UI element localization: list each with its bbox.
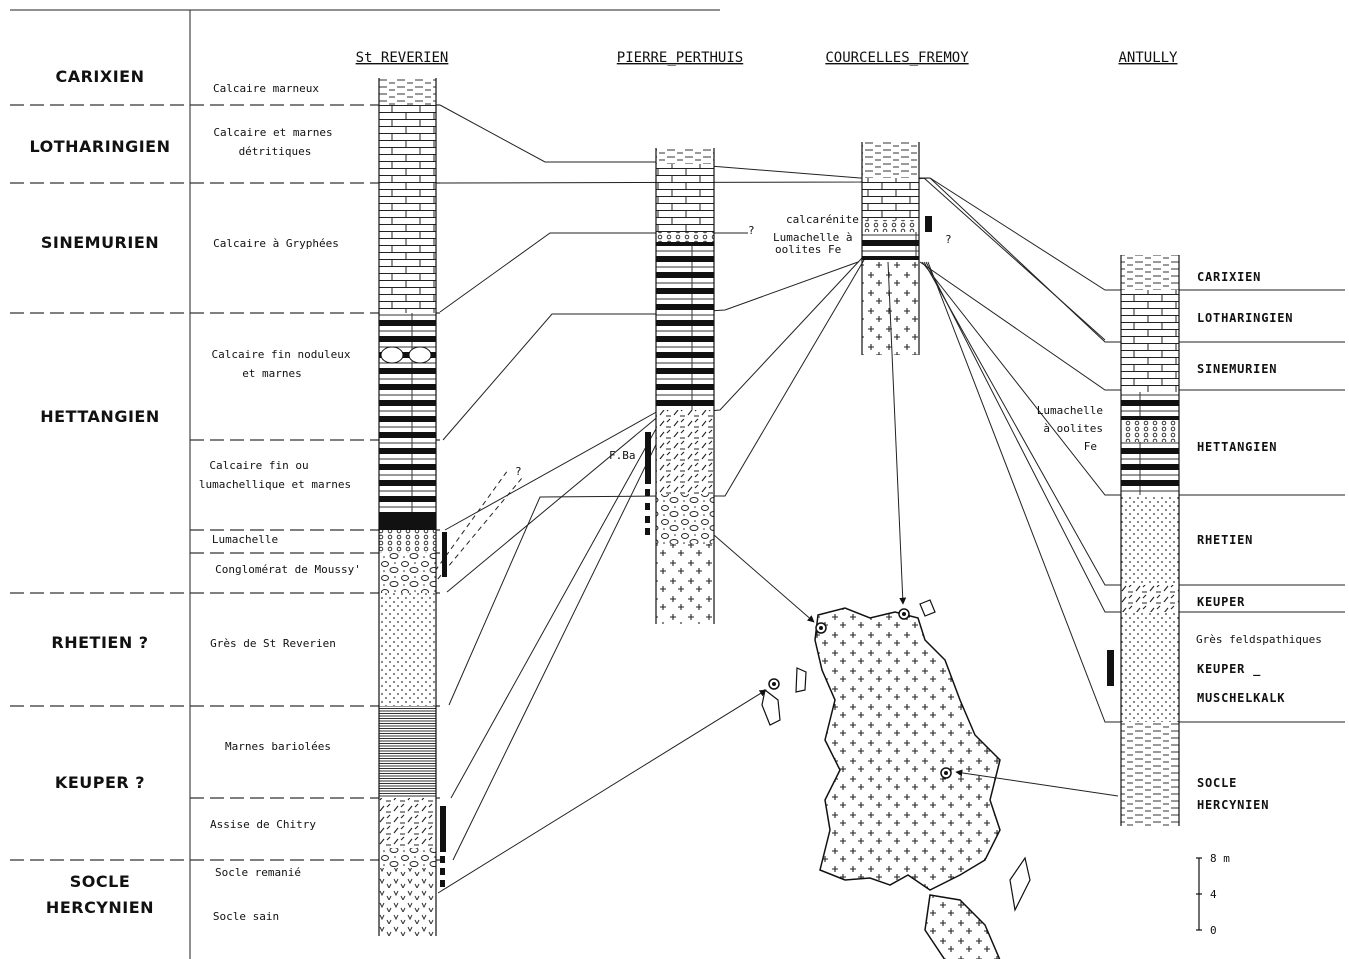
lithology-marnes-bariolees: Marnes bariolées (225, 740, 331, 753)
right-stage-lotharingien: LOTHARINGIEN (1197, 311, 1293, 325)
right-stage-keuper-muschelkalk-1: KEUPER _ (1197, 662, 1261, 677)
left-stage-sinemurien: SINEMURIEN (41, 233, 159, 252)
left-stage-socle-1: SOCLE (70, 872, 131, 891)
lithology-assise-chitry: Assise de Chitry (210, 818, 316, 831)
scale-label-8: 8 m (1210, 852, 1230, 865)
lithology-calcaire-lumachellique-1: Calcaire fin ou (209, 459, 308, 472)
annotation-calcarenite: calcarénite (786, 213, 859, 226)
right-stage-keuper: KEUPER (1197, 595, 1245, 609)
column-courcelles-fremoy (861, 142, 932, 355)
right-stage-hettangien: HETTANGIEN (1197, 440, 1277, 454)
lithology-calcaire-lumachellique-2: lumachellique et marnes (199, 478, 351, 491)
section-pierre-perthuis: PIERRE_PERTHUIS (617, 50, 743, 66)
lithology-socle-sain: Socle sain (213, 910, 279, 923)
right-stage-keuper-muschelkalk-2: MUSCHELKALK (1197, 691, 1285, 705)
annotation-lumachelle-oolites-1: Lumachelle à (773, 231, 852, 244)
section-courcelles-fremoy: COURCELLES_FREMOY (825, 50, 969, 66)
right-stage-sinemurien: SINEMURIEN (1197, 362, 1277, 376)
left-stage-rhetien: RHETIEN ? (51, 633, 148, 652)
annotation-lumachelle-oolites-2: oolites Fe (775, 243, 841, 256)
left-stage-carixien: CARIXIEN (55, 67, 144, 86)
left-stage-socle-2: HERCYNIEN (46, 898, 154, 917)
location-arrows (437, 261, 1119, 894)
left-stage-hettangien: HETTANGIEN (40, 407, 159, 426)
scale-label-4: 4 (1210, 888, 1217, 901)
lithology-lumachelle: Lumachelle (212, 533, 278, 546)
scale-bar: 8 m 4 0 (1196, 852, 1230, 937)
column-antully (1107, 255, 1180, 826)
left-stage-lotharingien: LOTHARINGIEN (30, 137, 171, 156)
annotation-question-2: ? (945, 233, 952, 246)
left-stage-keuper: KEUPER ? (55, 773, 145, 792)
granite-massif-map (761, 599, 1031, 959)
annotation-antully-lumachelle-3: Fe (1084, 440, 1097, 453)
stage-frame (10, 9, 720, 959)
annotation-question-1: ? (748, 224, 755, 237)
lithology-calcaire-noduleux-1: Calcaire fin noduleux (211, 348, 350, 361)
column-st-reverien (378, 78, 447, 936)
annotation-antully-lumachelle-2: à oolites (1043, 422, 1103, 435)
lithology-calcaire-detritiques-1: Calcaire et marnes (213, 126, 332, 139)
section-st-reverien: St REVERIEN (356, 50, 449, 66)
column-pierre-perthuis (645, 148, 715, 624)
annotation-fba: F.Ba (609, 449, 636, 462)
right-stage-socle-2: HERCYNIEN (1197, 798, 1269, 812)
right-stage-socle-1: SOCLE (1197, 776, 1237, 790)
lithology-gres-st-reverien: Grès de St Reverien (210, 637, 336, 650)
right-stage-rhetien: RHETIEN (1197, 533, 1253, 547)
lithology-calcaire-gryphees: Calcaire à Gryphées (213, 237, 339, 250)
right-stage-carixien: CARIXIEN (1197, 270, 1261, 284)
annotation-antully-lumachelle-1: Lumachelle (1037, 404, 1103, 417)
lithology-calcaire-noduleux-2: et marnes (242, 367, 302, 380)
annotation-question-3: ? (515, 465, 522, 478)
text-layer: CARIXIEN LOTHARINGIEN SINEMURIEN HETTANGIEN… (30, 50, 1322, 923)
annotation-gres-feldspathiques: Grès feldspathiques (1196, 633, 1322, 646)
lithology-socle-remanie: Socle remanié (215, 866, 301, 879)
section-antully: ANTULLY (1118, 50, 1178, 66)
lithology-calcaire-detritiques-2: détritiques (239, 145, 312, 158)
lithology-calcaire-marneux: Calcaire marneux (213, 82, 319, 95)
scale-label-0: 0 (1210, 924, 1217, 937)
lithology-conglomerat: Conglomérat de Moussy' (215, 563, 361, 576)
